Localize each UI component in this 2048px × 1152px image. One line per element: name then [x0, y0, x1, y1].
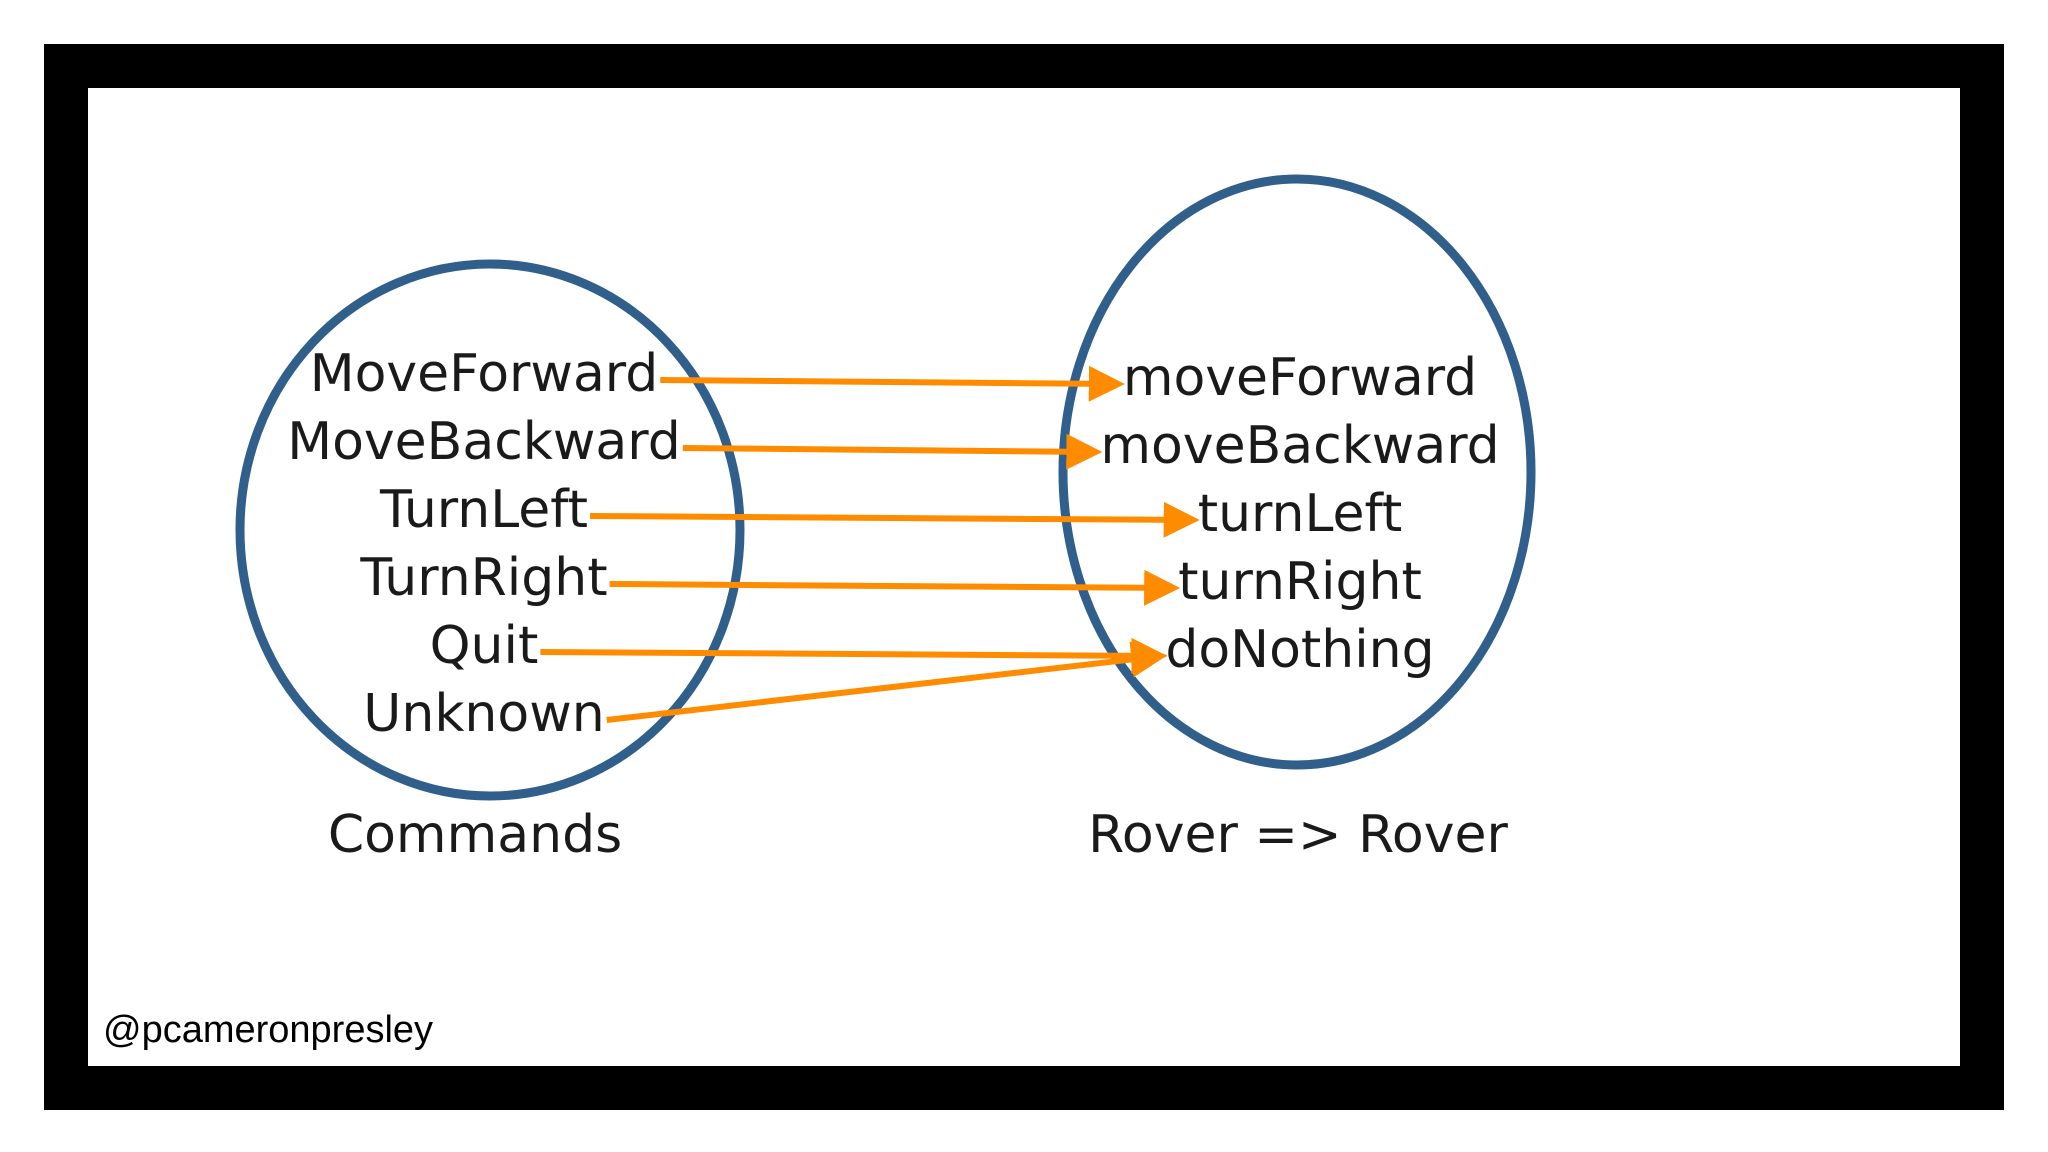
rover-function-item: moveForward — [1123, 348, 1477, 408]
mapping-arrow — [660, 365, 1125, 402]
rover-set-title: Rover => Rover — [1088, 805, 1508, 865]
commands-set-ellipse — [235, 259, 745, 801]
command-item: MoveForward — [310, 344, 659, 404]
command-item: MoveBackward — [287, 412, 681, 472]
rover-function-item: doNothing — [1165, 620, 1434, 680]
rover-function-item: turnRight — [1178, 552, 1422, 612]
command-item: Quit — [430, 616, 539, 676]
command-item: Unknown — [363, 684, 604, 744]
rover-function-items: moveForward moveBackward turnLeft turnRight… — [1100, 348, 1499, 680]
rover-function-item: moveBackward — [1100, 416, 1499, 476]
commands-items: MoveForwardMoveBackwardTurnLeftTurnRight… — [287, 344, 681, 744]
mapping-arrow — [590, 501, 1200, 538]
rover-functions-set-ellipse — [1058, 174, 1536, 770]
slide — [88, 88, 1960, 1066]
command-item: TurnRight — [359, 548, 607, 608]
rover-function-item: turnLeft — [1198, 484, 1403, 544]
mapping-arrows — [540, 365, 1200, 723]
mapping-arrow — [606, 641, 1168, 723]
mapping-arrow — [540, 637, 1168, 674]
mapping-arrow — [609, 569, 1181, 606]
author-handle: @pcameronpresley — [103, 1009, 434, 1051]
commands-set-title: Commands — [328, 805, 622, 865]
mapping-arrow — [682, 433, 1103, 470]
command-item: TurnLeft — [379, 480, 588, 540]
